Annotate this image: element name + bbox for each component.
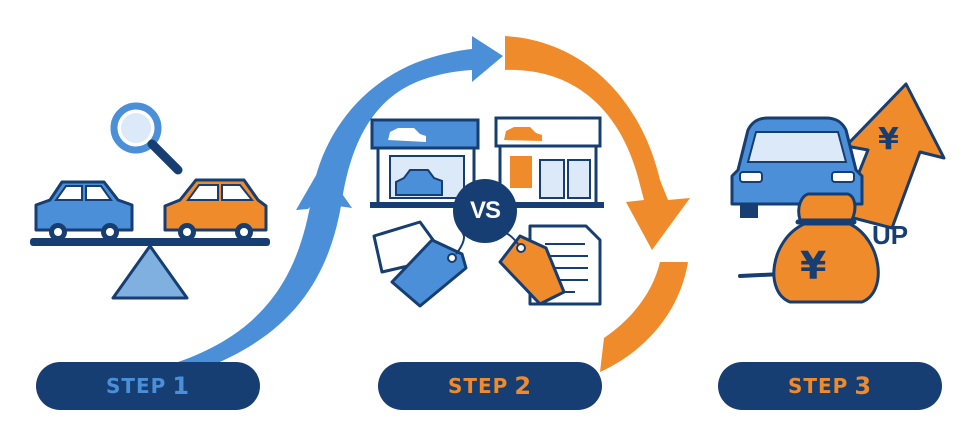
magnifier-icon <box>110 102 183 175</box>
dealer-shop-icon-blue <box>370 118 482 208</box>
price-tag-icon-blue <box>390 231 468 308</box>
step-2-number: 2 <box>514 372 533 400</box>
step-3-number: 3 <box>854 372 873 400</box>
step-1-number: 1 <box>172 372 191 400</box>
step-3-label: STEP <box>787 374 849 398</box>
vs-badge <box>453 179 517 243</box>
dealer-shop-icon-orange <box>492 116 604 208</box>
flow-arrow-orange-top <box>505 36 690 250</box>
car-icon-front <box>730 116 864 218</box>
yen-symbol-bag: ¥ <box>800 244 827 288</box>
step1-illustration <box>30 102 270 300</box>
step-2-badge: STEP 2 <box>378 362 602 410</box>
price-tag-icon-orange <box>498 231 566 306</box>
money-bag-icon <box>772 192 880 304</box>
step-3-badge: STEP 3 <box>718 362 942 410</box>
flow-arrow-orange-bottom <box>600 262 688 372</box>
step3-illustration <box>730 82 946 304</box>
step2-illustration <box>370 116 604 308</box>
car-icon-blue <box>34 180 134 241</box>
flow-arrowhead-blue-mid <box>296 165 352 210</box>
car-icon-orange <box>163 178 268 241</box>
step-2-label: STEP <box>447 374 509 398</box>
yen-symbol-arrow: ¥ <box>878 122 899 157</box>
up-label: UP <box>872 220 909 250</box>
step-1-label: STEP <box>105 374 167 398</box>
step-1-badge: STEP 1 <box>36 362 260 410</box>
balance-scale-icon <box>30 238 270 300</box>
vs-label: VS <box>469 197 501 224</box>
up-arrow-icon <box>840 82 946 230</box>
